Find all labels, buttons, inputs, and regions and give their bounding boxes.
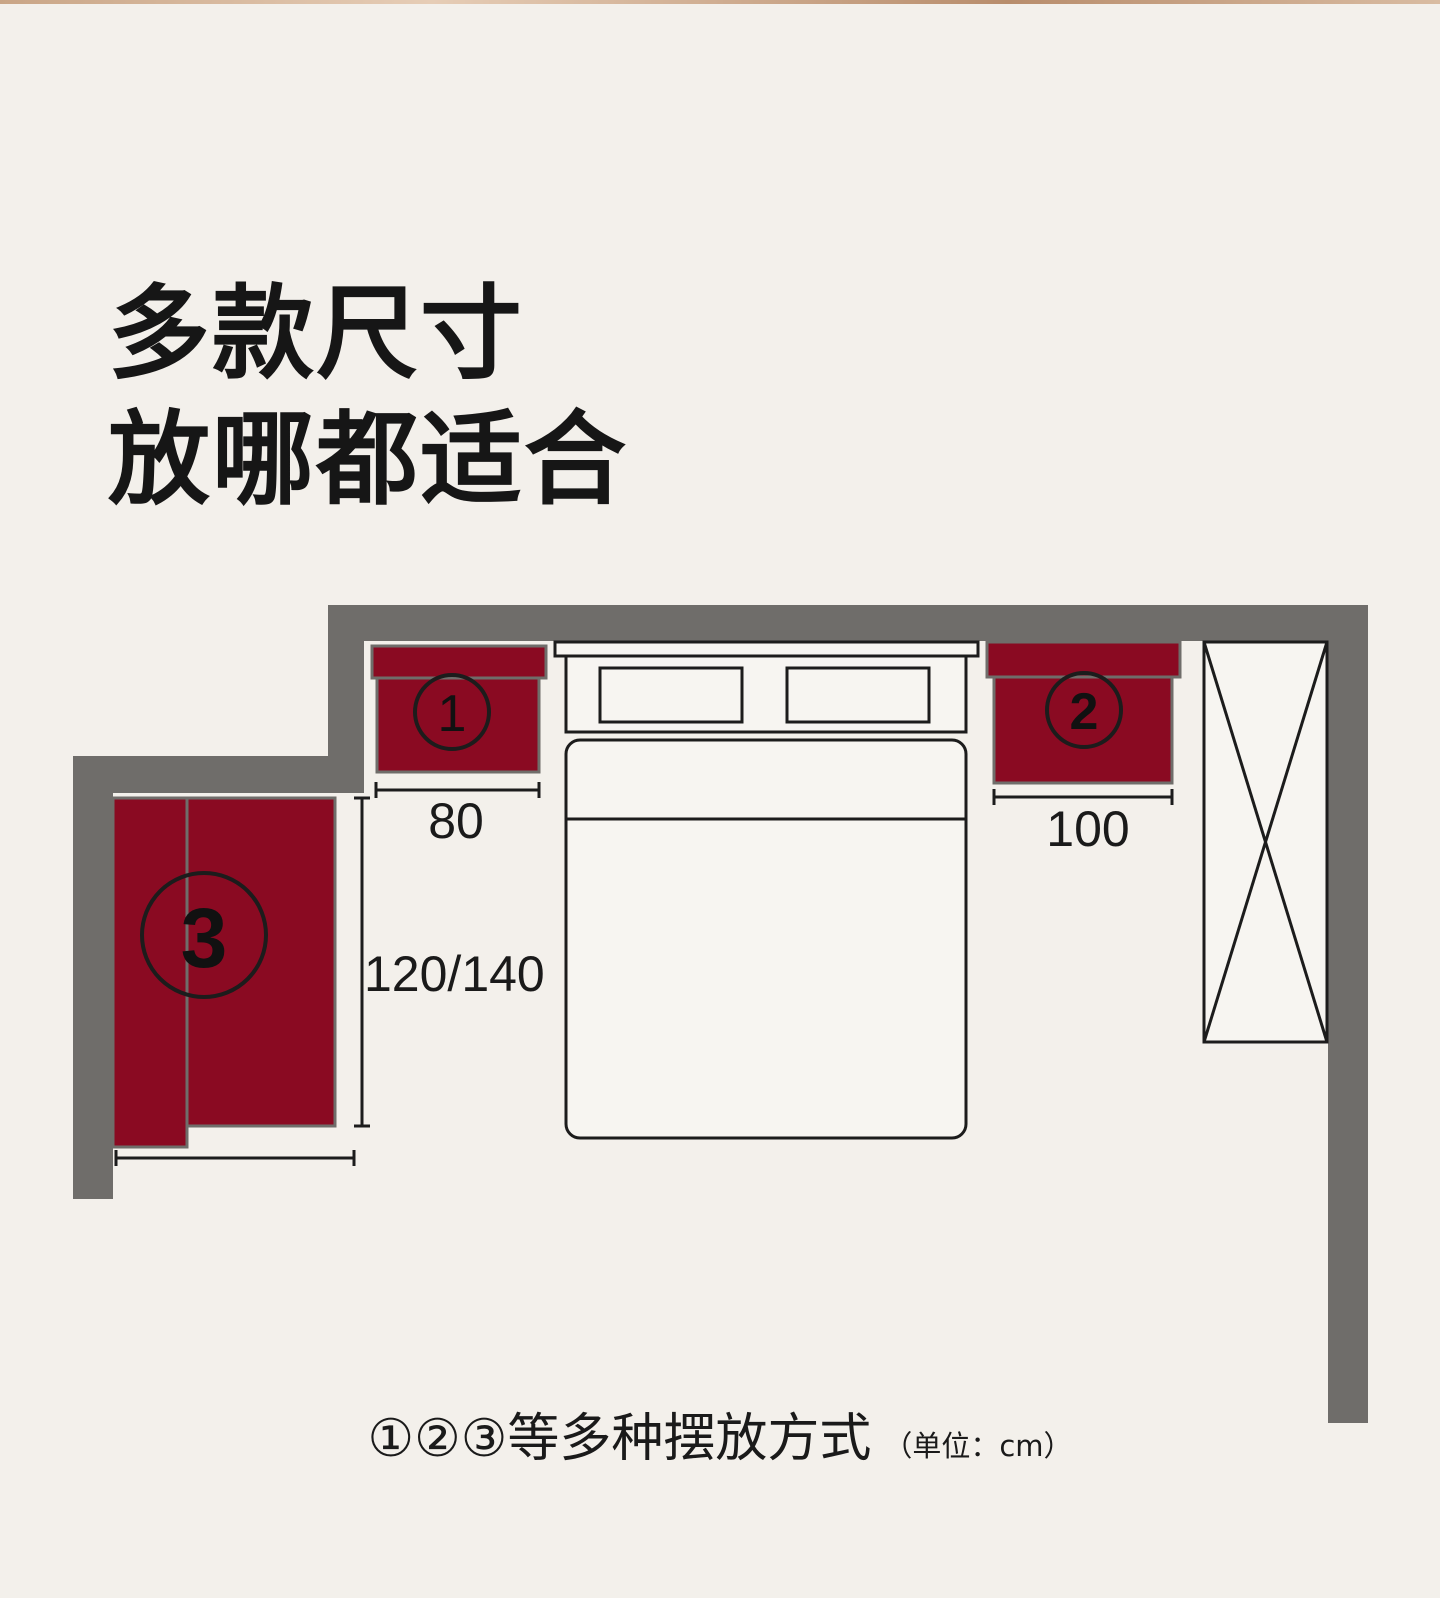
marker-three: 3 <box>181 891 228 985</box>
bed-pillow-right <box>785 666 931 724</box>
wall-left <box>73 756 113 1199</box>
dim-cabinet-one: 80 <box>428 793 484 849</box>
wall-top <box>328 605 1368 641</box>
headline-line-2: 放哪都适合 <box>108 401 628 520</box>
caption: ①②③等多种摆放方式 （单位：cm） <box>0 1396 1440 1471</box>
wall-right <box>1328 605 1368 1423</box>
marker-one: 1 <box>438 685 467 743</box>
bed-headboard-top <box>553 640 980 658</box>
cabinet-two <box>985 640 1182 785</box>
caption-main: ①②③等多种摆放方式 <box>367 1409 872 1469</box>
cabinet-one <box>370 644 548 774</box>
wall-step <box>73 756 364 793</box>
walls <box>73 605 1368 1423</box>
bed-mattress <box>564 738 968 1140</box>
headline: 多款尺寸 放哪都适合 <box>108 272 628 524</box>
top-wood-strip <box>0 0 1440 4</box>
dim-cabinet-two: 100 <box>1046 801 1129 857</box>
dim-cabinet-three: 120/140 <box>364 946 545 1002</box>
marker-two: 2 <box>1070 683 1099 741</box>
bed-pillow-left <box>598 666 744 724</box>
bed <box>553 640 980 1140</box>
caption-unit: （单位：cm） <box>883 1429 1073 1463</box>
markers: 1 2 3 <box>181 683 1099 985</box>
dimension-labels: 80 100 120/140 <box>364 793 1130 1002</box>
headline-line-1: 多款尺寸 <box>108 275 524 394</box>
wardrobe <box>1202 640 1329 1044</box>
cabinet-three <box>111 796 337 1149</box>
dimension-lines <box>114 782 1174 1166</box>
